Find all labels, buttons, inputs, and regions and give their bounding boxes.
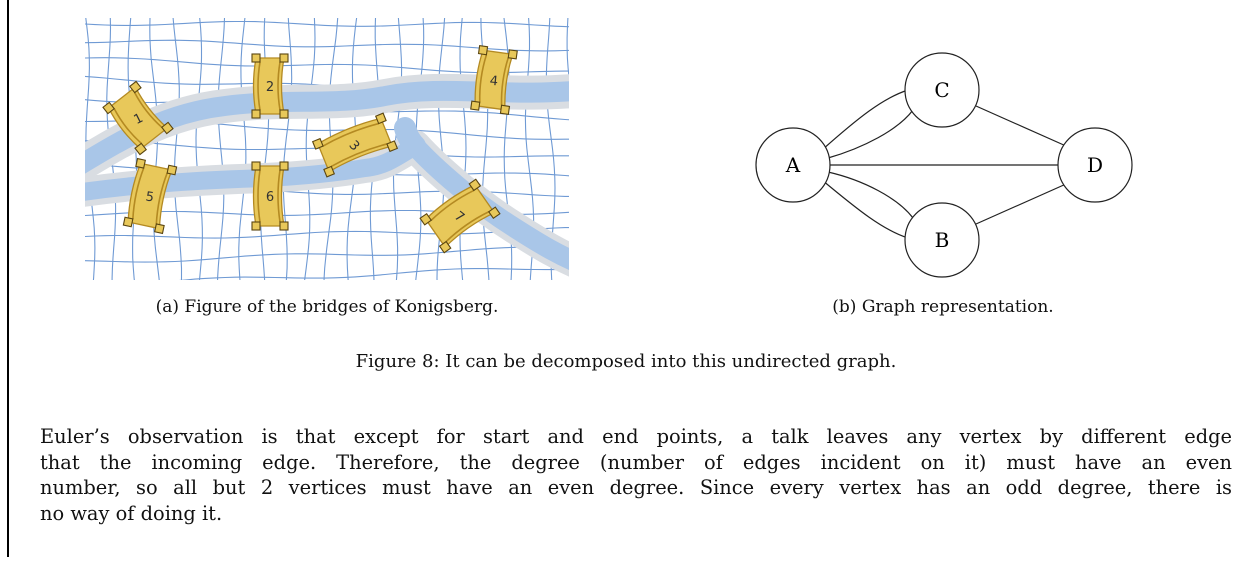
street-line: [238, 18, 247, 280]
bridge-label: 6: [266, 190, 274, 205]
konigsberg-map: 1 2 3 4 5 6 7: [85, 18, 569, 280]
node-c-label: C: [934, 78, 949, 102]
street-line: [436, 18, 446, 280]
street-line: [149, 18, 160, 280]
paragraph-line: that the incoming edge. Therefore, the d…: [40, 450, 1232, 474]
street-line: [260, 18, 270, 280]
paragraph-line: number, so all but 2 vertices must have …: [40, 476, 1232, 499]
bridge-3: 3: [311, 112, 399, 178]
konigsberg-illustration: 1 2 3 4 5 6 7: [85, 18, 569, 280]
node-a: [755, 127, 831, 203]
bridge-label: 5: [145, 189, 155, 205]
bridge-2: 2: [251, 53, 289, 119]
graph-edges: [821, 89, 1067, 239]
bridge-label: 4: [489, 74, 499, 90]
edge-c-d: [975, 105, 1067, 147]
node-d: [1057, 127, 1133, 203]
edge-a-b-2: [821, 179, 909, 239]
street-line: [85, 39, 569, 52]
paragraph-line: Euler’s observation is that except for s…: [40, 425, 1232, 448]
street-line: [304, 18, 316, 280]
bridge-6: 6: [251, 161, 289, 231]
street-line: [85, 20, 569, 28]
street-line: [85, 246, 569, 263]
graph-svg: A C B D: [755, 52, 1133, 278]
node-b-label: B: [935, 228, 950, 252]
body-paragraph: Euler’s observation is that except for s…: [40, 424, 1232, 526]
node-a-label: A: [785, 153, 801, 177]
node-c: [904, 52, 980, 128]
figure-caption: Figure 8: It can be decomposed into this…: [355, 351, 897, 372]
bridge-4: 4: [470, 45, 518, 115]
edge-a-c-1: [821, 89, 909, 151]
edge-a-b-1: [827, 171, 914, 219]
bridge-1: 1: [102, 80, 174, 156]
edge-a-c-2: [827, 109, 914, 159]
margin-rule: [7, 0, 9, 557]
graph-nodes: [755, 52, 1133, 278]
bridge-5: 5: [122, 157, 178, 235]
street-line: [172, 18, 183, 280]
graph-representation: A C B D: [748, 48, 1138, 280]
node-b: [904, 202, 980, 278]
subcaption-a: (a) Figure of the bridges of Konigsberg.: [155, 297, 499, 317]
paragraph-line: no way of doing it.: [40, 501, 223, 525]
bridge-7: 7: [419, 178, 501, 254]
street-line: [178, 268, 569, 280]
street-line: [566, 18, 569, 82]
node-d-label: D: [1087, 153, 1103, 177]
subcaption-b: (b) Graph representation.: [832, 297, 1054, 317]
street-line: [195, 18, 203, 280]
street-line: [282, 18, 293, 280]
street-line: [459, 18, 467, 280]
bridge-label: 2: [266, 80, 274, 95]
edge-b-d: [975, 183, 1067, 225]
street-line: [217, 18, 226, 280]
bridges: 1 2 3 4 5 6 7: [102, 45, 518, 254]
